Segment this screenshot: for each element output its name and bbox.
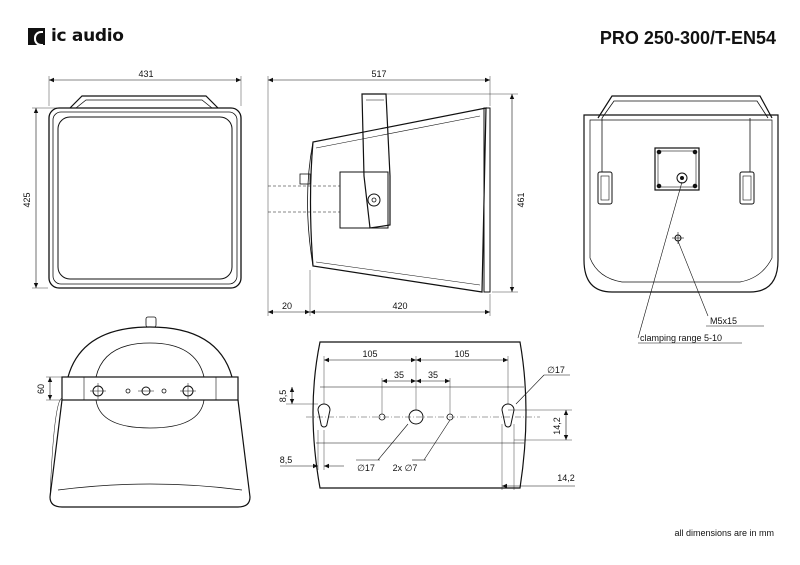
side-height-label: 461 xyxy=(516,192,526,207)
thread-label: M5x15 xyxy=(710,316,737,326)
rear-view xyxy=(583,95,779,344)
brand-logo: ic audio xyxy=(28,26,124,46)
spacing-left-label: 105 xyxy=(362,349,377,359)
clamp-label: clamping range 5-10 xyxy=(640,333,722,343)
small-holes-label: 2x ∅7 xyxy=(393,463,418,473)
center-hole-label: ∅17 xyxy=(357,463,375,473)
slot-diameter-label: ∅17 xyxy=(547,365,565,375)
front-view xyxy=(32,76,242,289)
top-edge-label: 8,5 xyxy=(278,390,288,403)
bottom-view xyxy=(46,316,251,508)
side-edge-label: 8,5 xyxy=(280,455,293,465)
model-title: PRO 250-300/T-EN54 xyxy=(599,28,776,48)
bracket-height-label: 60 xyxy=(36,384,46,394)
side-depth-label: 420 xyxy=(392,301,407,311)
inner-left-label: 35 xyxy=(394,370,404,380)
slot-height-label: 14,2 xyxy=(552,417,562,435)
bracket-detail xyxy=(280,341,575,490)
side-offset-label: 20 xyxy=(282,301,292,311)
front-width-label: 431 xyxy=(138,69,153,79)
spacing-right-label: 105 xyxy=(454,349,469,359)
side-length-label: 517 xyxy=(371,69,386,79)
logo-icon xyxy=(28,27,45,46)
slot-width-label: 14,2 xyxy=(557,473,575,483)
inner-right-label: 35 xyxy=(428,370,438,380)
brand-name: ic audio xyxy=(51,26,124,46)
units-note: all dimensions are in mm xyxy=(674,528,774,538)
front-height-label: 425 xyxy=(22,192,32,207)
side-view xyxy=(267,76,518,316)
